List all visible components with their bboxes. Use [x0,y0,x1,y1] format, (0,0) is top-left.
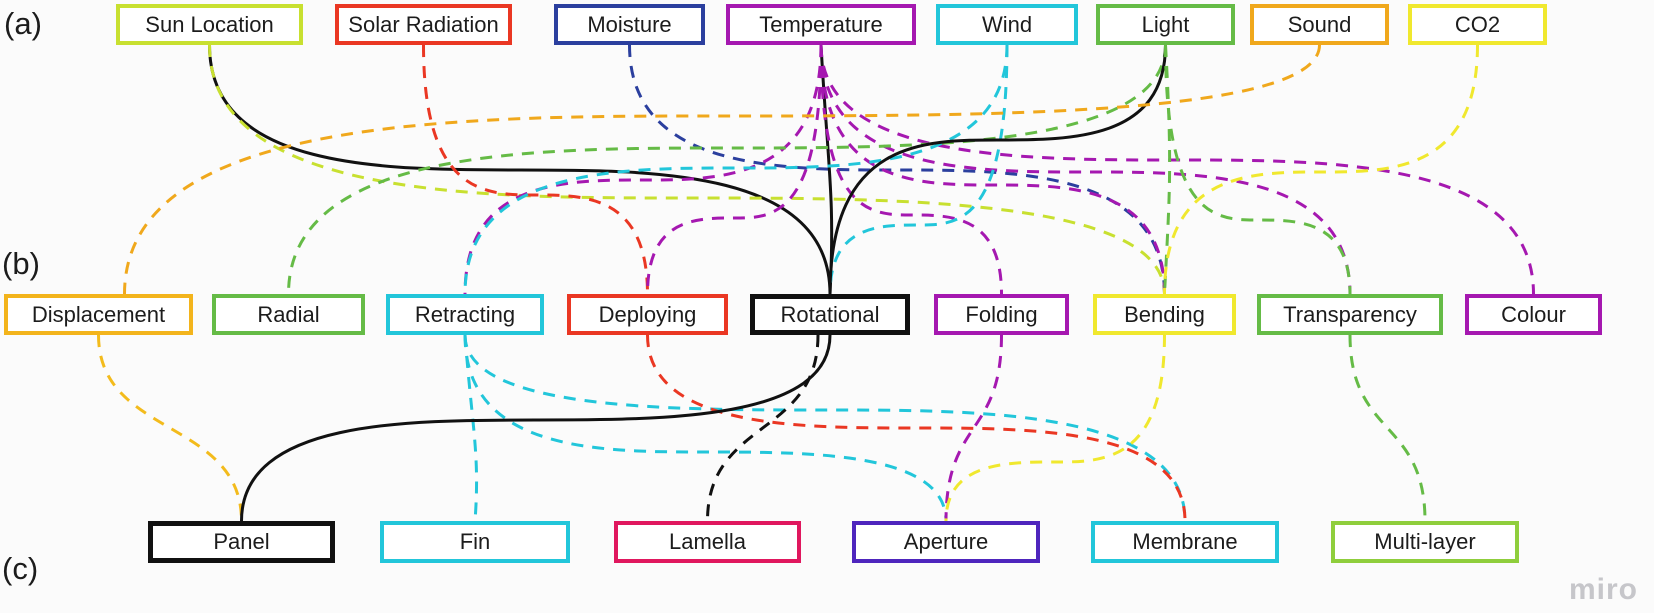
edge-light-transparency[interactable] [1164,44,1352,295]
edge-rotational-panel[interactable] [240,334,832,522]
node-retracting[interactable]: Retracting [386,294,544,335]
edge-light-radial[interactable] [287,44,1167,295]
node-aperture[interactable]: Aperture [852,521,1040,563]
edge-moisture-bending[interactable] [628,44,1166,295]
row-label-a: (a) [4,6,42,41]
edge-co2-bending[interactable] [1163,44,1479,295]
node-lamella[interactable]: Lamella [614,521,801,563]
edge-wind-retracting[interactable] [463,44,1009,295]
miro-watermark: miro [1568,573,1638,606]
node-moisture[interactable]: Moisture [554,4,705,45]
edge-solar-radiation-deploying[interactable] [422,44,649,295]
edge-transparency-multi-layer[interactable] [1348,334,1427,522]
node-panel[interactable]: Panel [148,521,335,563]
node-radial[interactable]: Radial [212,294,365,335]
row-label-c: (c) [2,551,39,586]
node-multi-layer[interactable]: Multi-layer [1331,521,1519,563]
node-membrane[interactable]: Membrane [1091,521,1279,563]
node-solar-radiation[interactable]: Solar Radiation [335,4,512,45]
edge-rotational-lamella[interactable] [706,334,820,522]
edge-temperature-deploying[interactable] [646,44,823,295]
edge-temperature-retracting[interactable] [463,44,823,295]
node-bending[interactable]: Bending [1093,294,1236,335]
node-rotational[interactable]: Rotational [750,294,910,335]
edge-sun-location-rotational[interactable] [208,44,832,295]
edge-sound-displacement[interactable] [123,44,1321,295]
edge-deploying-membrane[interactable] [646,334,1187,522]
node-folding[interactable]: Folding [934,294,1069,335]
edge-wind-rotational[interactable] [828,44,1009,295]
node-light[interactable]: Light [1096,4,1235,45]
node-co2[interactable]: CO2 [1408,4,1547,45]
node-fin[interactable]: Fin [380,521,570,563]
edge-sun-location-bending[interactable] [208,44,1166,295]
edge-displacement-panel[interactable] [97,334,243,522]
node-sun-location[interactable]: Sun Location [116,4,303,45]
edge-temperature-folding[interactable] [819,44,1003,295]
node-displacement[interactable]: Displacement [4,294,193,335]
node-temperature[interactable]: Temperature [726,4,916,45]
node-transparency[interactable]: Transparency [1257,294,1443,335]
node-colour[interactable]: Colour [1465,294,1602,335]
node-deploying[interactable]: Deploying [567,294,728,335]
row-label-b: (b) [2,246,40,281]
edge-temperature-bending[interactable] [819,44,1166,295]
node-sound[interactable]: Sound [1250,4,1389,45]
edge-retracting-membrane[interactable] [463,334,1187,522]
edge-retracting-aperture[interactable] [463,334,948,522]
node-wind[interactable]: Wind [936,4,1078,45]
edge-bending-aperture[interactable] [944,334,1166,522]
edge-light-rotational[interactable] [828,44,1167,295]
